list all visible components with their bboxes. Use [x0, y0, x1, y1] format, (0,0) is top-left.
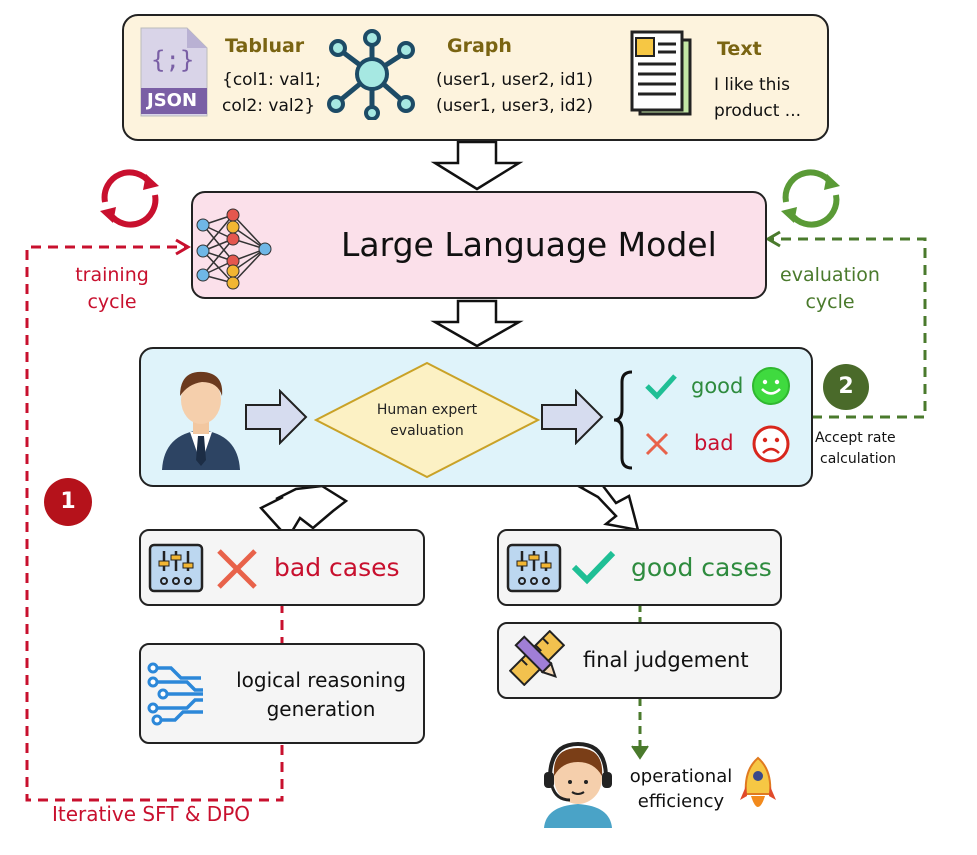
- good-cases-label: good cases: [631, 553, 772, 582]
- circuit-icon: [147, 662, 203, 726]
- decision-line-1: Human expert: [376, 402, 478, 418]
- decision-line-2: evaluation: [390, 423, 464, 439]
- outcome-line-2: efficiency: [637, 791, 725, 812]
- hollow-arrow-input-to-llm: [430, 140, 524, 191]
- efficiency-arrowhead: [631, 745, 649, 760]
- good-label: good: [691, 374, 744, 398]
- step-badge-1: 1: [44, 478, 92, 526]
- footer-label: Iterative SFT & DPO: [52, 802, 250, 826]
- decision-diamond: [314, 361, 540, 479]
- graph-line-2: (user1, user3, id2): [436, 96, 594, 116]
- graph-line-1: (user1, user2, id1): [436, 70, 594, 90]
- text-line-2: product ...: [714, 101, 802, 121]
- result-brace: [613, 370, 633, 470]
- reasoning-line-2: generation: [266, 697, 376, 721]
- json-file-icon: {;} JSON: [137, 26, 209, 118]
- evaluation-loop-path: [770, 237, 927, 419]
- bad-cases-label: bad cases: [274, 553, 400, 582]
- judgement-label: final judgement: [583, 648, 749, 672]
- tabular-title: Tabluar: [225, 35, 305, 57]
- evaluation-cycle-icon: [781, 169, 840, 228]
- ruler-pencil-icon: [509, 630, 565, 686]
- evaluation-loop-arrowhead: [765, 230, 781, 248]
- evaluation-cycle-label: evaluation cycle: [760, 262, 900, 316]
- training-loop-path: [25, 245, 284, 802]
- tabular-line-1: {col1: val1;: [222, 70, 321, 90]
- document-icon: [626, 30, 696, 120]
- step-badge-2: 2: [823, 364, 869, 410]
- settings-panel-icon: [148, 543, 204, 593]
- training-cycle-icon: [100, 169, 159, 228]
- smiley-happy-icon: [752, 367, 790, 405]
- accept-note-line-2: calculation: [820, 451, 897, 467]
- evaluation-cycle-line-1: evaluation: [780, 264, 880, 286]
- flow-arrow-decision-to-result: [541, 389, 604, 445]
- outcome-text: operational efficiency: [623, 764, 739, 814]
- json-icon-symbol: {;}: [151, 46, 195, 74]
- flow-arrow-person-to-decision: [245, 389, 308, 445]
- reasoning-line-1: logical reasoning: [236, 668, 406, 692]
- llm-title: Large Language Model: [341, 225, 717, 264]
- evaluation-cycle-line-2: cycle: [805, 291, 855, 313]
- bad-cross-icon: [217, 549, 257, 589]
- llm-panel: [191, 191, 767, 299]
- settings-panel-icon-2: [506, 543, 562, 593]
- training-loop-arrowhead: [175, 238, 191, 256]
- graph-title: Graph: [447, 35, 512, 57]
- outcome-line-1: operational: [629, 766, 733, 787]
- hollow-arrow-llm-to-eval: [430, 299, 524, 348]
- input-data-panel: [122, 14, 829, 141]
- cross-icon: [645, 432, 669, 456]
- accept-rate-note: Accept rate calculation: [815, 428, 896, 470]
- check-icon: [645, 374, 677, 400]
- network-graph-icon: [326, 28, 418, 121]
- neural-network-icon: [193, 205, 281, 293]
- hollow-arrow-eval-to-good: [576, 480, 640, 532]
- good-check-icon: [571, 550, 616, 585]
- expert-avatar-icon: [158, 360, 244, 470]
- rocket-icon: [740, 756, 776, 807]
- reasoning-text: logical reasoning generation: [221, 666, 421, 724]
- decision-text: Human expert evaluation: [340, 400, 514, 442]
- tabular-line-2: col2: val2}: [222, 96, 316, 116]
- smiley-sad-icon: [752, 425, 790, 463]
- training-cycle-line-2: cycle: [87, 291, 137, 313]
- bad-label: bad: [694, 431, 734, 455]
- json-badge-text: JSON: [147, 90, 198, 111]
- text-title: Text: [717, 38, 762, 60]
- accept-note-line-1: Accept rate: [815, 430, 896, 446]
- training-cycle-label: training cycle: [52, 262, 172, 316]
- text-line-1: I like this: [714, 75, 790, 95]
- training-cycle-line-1: training: [75, 264, 149, 286]
- support-agent-icon: [544, 741, 612, 828]
